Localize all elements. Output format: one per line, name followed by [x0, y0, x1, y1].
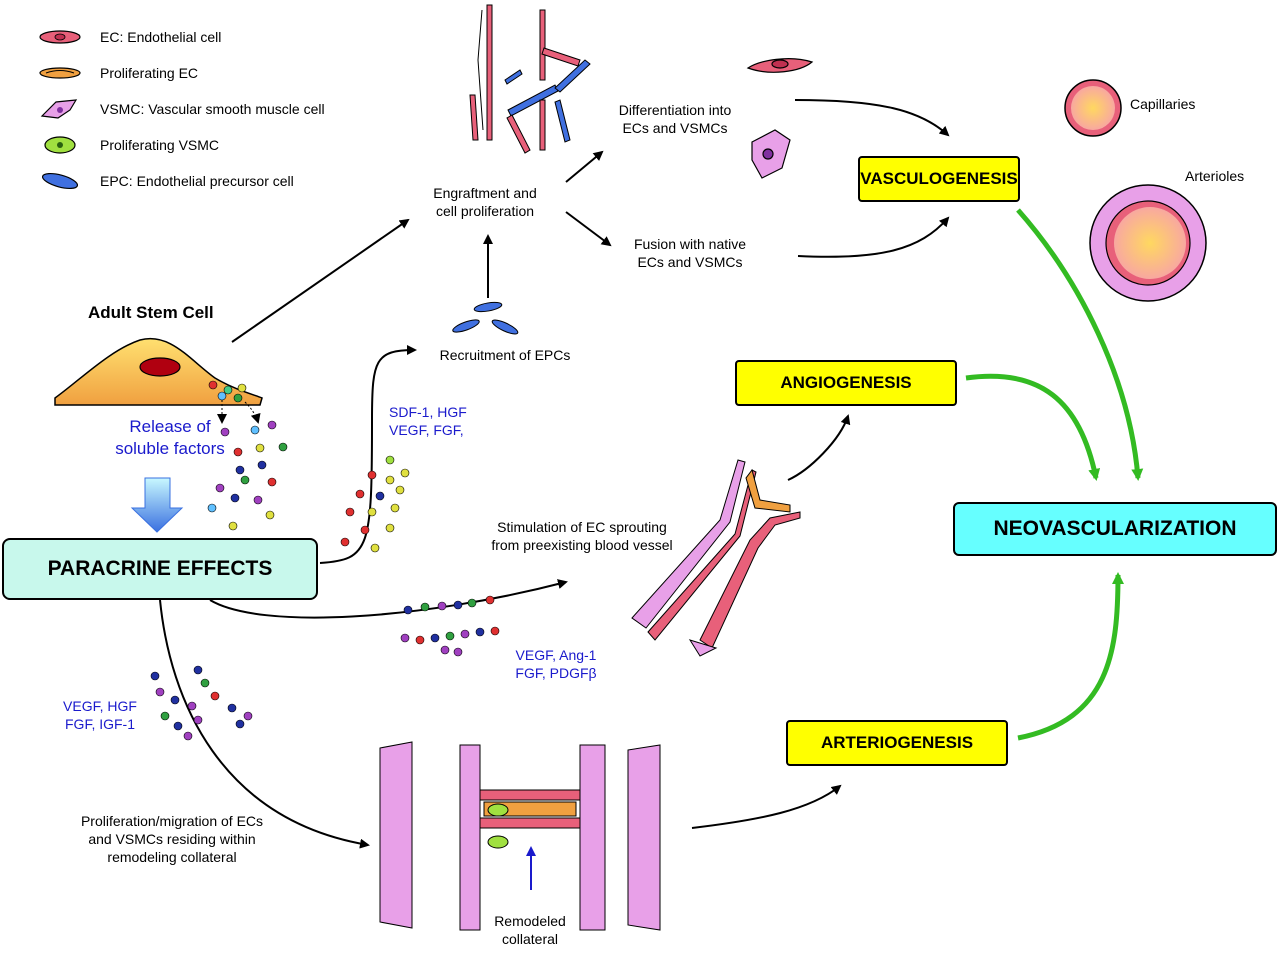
- remodeled-line-1: Remodeled: [494, 913, 566, 929]
- engraftment-label: Engraftment and cell proliferation: [410, 184, 560, 220]
- proliferating-vsmc-icon: [44, 136, 76, 154]
- epc-icon: [41, 172, 79, 190]
- igf-factor-dots: [150, 665, 253, 741]
- ang-line-2: FGF, PDGFβ: [515, 665, 597, 681]
- engraftment-line-1: Engraftment and: [433, 185, 537, 201]
- recruited-epcs: [452, 301, 519, 335]
- neovascularization-box: NEOVASCULARIZATION: [953, 502, 1277, 556]
- proliferation-line-3: remodeling collateral: [107, 849, 237, 865]
- legend-label: VSMC: Vascular smooth muscle cell: [100, 101, 325, 117]
- arterioles-label: Arterioles: [1185, 168, 1245, 184]
- igf-line-1: VEGF, HGF: [63, 698, 137, 714]
- stimulation-line-1: Stimulation of EC sprouting: [497, 519, 667, 535]
- sdf-line-2: VEGF, FGF,: [389, 422, 464, 438]
- proliferation-line-2: and VSMCs residing within: [88, 831, 256, 847]
- sdf-line-1: SDF-1, HGF: [389, 404, 467, 420]
- remodeled-collateral: [379, 741, 661, 931]
- release-label: Release of soluble factors: [110, 416, 230, 460]
- arteriole-cross-section: [1089, 184, 1207, 302]
- endothelial-cell-icon: [39, 30, 81, 44]
- legend-label: EC: Endothelial cell: [100, 29, 222, 45]
- engraftment-line-2: cell proliferation: [435, 203, 535, 219]
- capillary-cross-section: [1064, 79, 1122, 137]
- igf-factors-label: VEGF, HGF FGF, IGF-1: [50, 697, 150, 733]
- legend-icons: [39, 30, 81, 190]
- stem-cell-shape: [54, 337, 263, 424]
- fusion-line-2: ECs and VSMCs: [637, 254, 743, 270]
- legend-item-vsmc: VSMC: Vascular smooth muscle cell: [90, 99, 325, 119]
- capillaries-label: Capillaries: [1130, 96, 1196, 112]
- ang-factors-label: VEGF, Ang-1 FGF, PDGFβ: [496, 646, 616, 682]
- stem-cell-title: Adult Stem Cell: [88, 303, 214, 322]
- legend-label: Proliferating VSMC: [100, 137, 220, 153]
- igf-line-2: FGF, IGF-1: [65, 716, 135, 732]
- paracrine-effects-box: PARACRINE EFFECTS: [2, 538, 318, 600]
- arteriogenesis-box: ARTERIOGENESIS: [786, 720, 1008, 766]
- release-line-2: soluble factors: [115, 439, 225, 458]
- stimulation-label: Stimulation of EC sprouting from preexis…: [470, 518, 694, 554]
- legend-item-proliferating-ec: Proliferating EC: [90, 63, 198, 83]
- remodeled-line-2: collateral: [501, 931, 559, 947]
- stimulation-line-2: from preexisting blood vessel: [491, 537, 673, 553]
- fusion-line-1: Fusion with native: [633, 236, 747, 252]
- ang-line-1: VEGF, Ang-1: [515, 647, 597, 663]
- soluble-factor-dots: [207, 420, 288, 531]
- recruitment-label: Recruitment of EPCs: [439, 347, 571, 363]
- differentiation-label: Differentiation into ECs and VSMCs: [600, 101, 750, 137]
- paracrine-down-arrow: [130, 477, 184, 533]
- legend-item-ec: EC: Endothelial cell: [90, 27, 221, 47]
- proliferating-ec-icon: [39, 67, 81, 79]
- differentiation-line-2: ECs and VSMCs: [622, 120, 728, 136]
- proliferation-line-1: Proliferation/migration of ECs: [80, 813, 264, 829]
- differentiated-cells: [746, 58, 814, 179]
- sprouting-vessel: [631, 459, 801, 657]
- legend-label: EPC: Endothelial precursor cell: [100, 173, 294, 189]
- legend-label: Proliferating EC: [100, 65, 199, 81]
- flow-arrows: [159, 99, 950, 849]
- remodeled-label: Remodeled collateral: [480, 912, 580, 948]
- vsmc-icon: [40, 99, 78, 119]
- green-arrows: [965, 208, 1144, 741]
- release-line-1: Release of: [129, 417, 211, 436]
- vasculogenesis-box: VASCULOGENESIS: [858, 156, 1020, 202]
- angiogenesis-box: ANGIOGENESIS: [735, 360, 957, 406]
- vegf-ang-dots: [400, 595, 500, 657]
- proliferation-label: Proliferation/migration of ECs and VSMCs…: [60, 812, 284, 866]
- engrafted-cells: [469, 4, 591, 154]
- sdf-factors-label: SDF-1, HGF VEGF, FGF,: [389, 403, 467, 439]
- sdf-factor-dots: [340, 455, 410, 553]
- differentiation-line-1: Differentiation into: [618, 102, 732, 118]
- legend-item-proliferating-vsmc: Proliferating VSMC: [90, 135, 219, 155]
- legend-item-epc: EPC: Endothelial precursor cell: [90, 171, 294, 191]
- fusion-label: Fusion with native ECs and VSMCs: [612, 235, 768, 271]
